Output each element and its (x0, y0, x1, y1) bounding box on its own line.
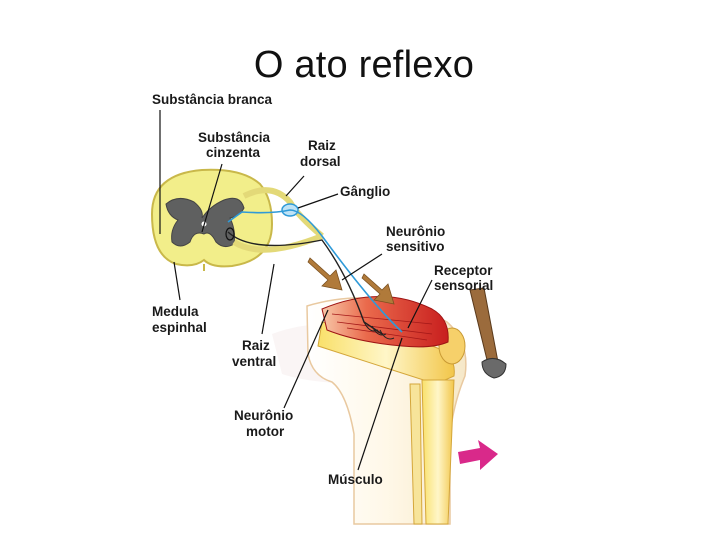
label-receptor-line2: sensorial (434, 278, 493, 293)
label-neuronio-sensitivo-line1: Neurônio (386, 224, 445, 239)
label-musculo: Músculo (328, 472, 383, 487)
label-neuronio-motor-line1: Neurônio (234, 408, 293, 423)
reflex-arc-diagram: Substância branca Substância cinzenta Ra… (132, 84, 512, 528)
label-substancia-cinzenta-line1: Substância (198, 130, 271, 145)
label-neuronio-sensitivo-line2: sensitivo (386, 239, 445, 254)
label-raiz-ventral-line1: Raiz (242, 338, 270, 353)
spinal-cord (152, 170, 272, 271)
reflex-arc-figure: Substância branca Substância cinzenta Ra… (132, 84, 512, 533)
label-receptor-line1: Receptor (434, 263, 493, 278)
label-medula-line2: espinhal (152, 320, 207, 335)
label-substancia-branca: Substância branca (152, 92, 273, 107)
label-ganglio: Gânglio (340, 184, 390, 199)
label-substancia-cinzenta-line2: cinzenta (206, 145, 261, 160)
label-raiz-dorsal-line2: dorsal (300, 154, 341, 169)
label-raiz-ventral-line2: ventral (232, 354, 276, 369)
label-raiz-dorsal-line1: Raiz (308, 138, 336, 153)
label-medula-line1: Medula (152, 304, 199, 319)
label-neuronio-motor-line2: motor (246, 424, 285, 439)
tibia-bone (422, 380, 454, 524)
slide-title: O ato reflexo (0, 44, 728, 87)
